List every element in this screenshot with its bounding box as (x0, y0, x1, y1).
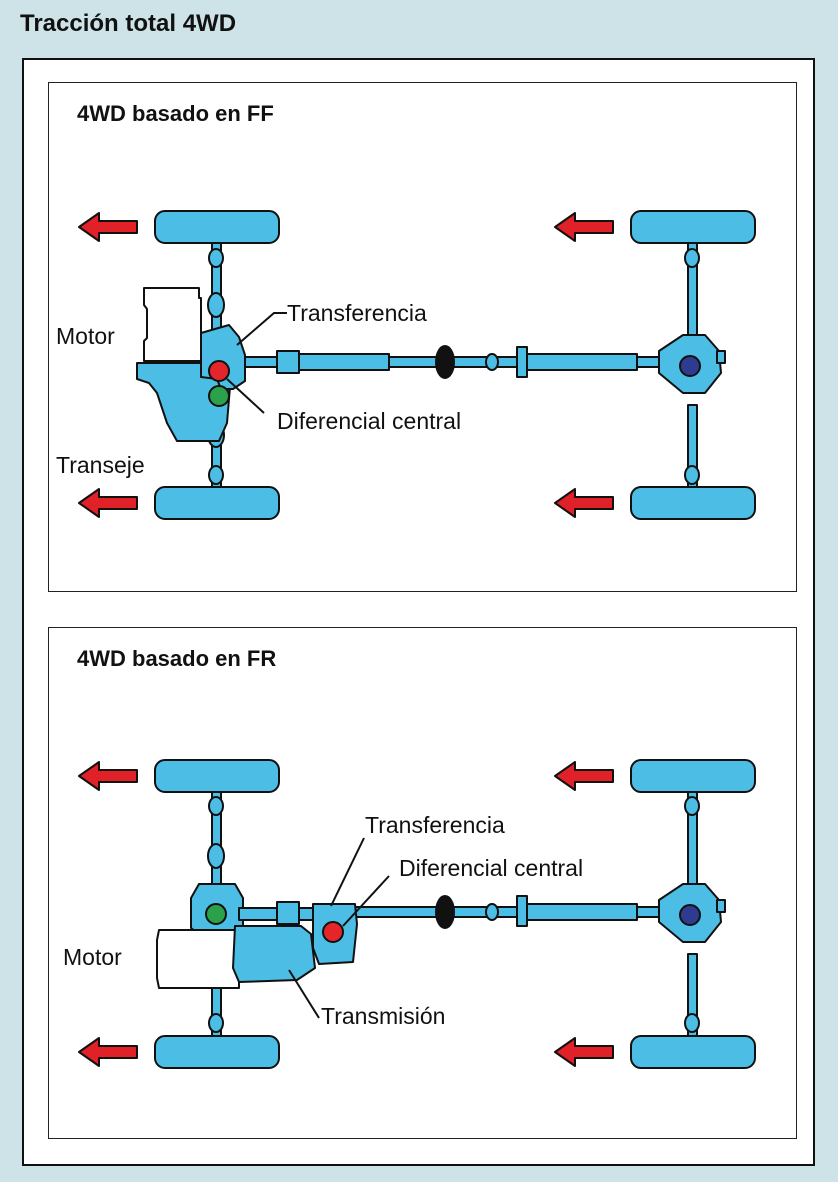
fr-drivetrain-diagram: Motor Transferencia Diferencial central … (63, 759, 756, 1069)
left-arrow-icon (78, 761, 138, 791)
label-motor: Motor (56, 323, 115, 349)
left-arrow-icon (554, 761, 614, 791)
transmission (232, 925, 316, 983)
rear-differential-blue (679, 904, 701, 926)
left-arrow-icon (554, 212, 614, 242)
left-arrow-icon (78, 1037, 138, 1067)
label-transferencia: Transferencia (287, 300, 427, 326)
page-title: Tracción total 4WD (20, 10, 237, 37)
left-arrow-icon (78, 212, 138, 242)
label-diferencial-central: Diferencial central (277, 408, 461, 434)
center-differential-red (208, 360, 230, 382)
left-arrow-icon (554, 488, 614, 518)
panel-title-fr: 4WD basado en FR (77, 646, 277, 671)
rear-right-wheel (630, 486, 756, 520)
front-right-wheel (154, 486, 280, 520)
front-differential-green (205, 903, 227, 925)
front-right-wheel (154, 1035, 280, 1069)
rear-left-wheel (630, 210, 756, 244)
leader-transmision (288, 969, 320, 1019)
panel-title-ff: 4WD basado en FF (77, 101, 274, 126)
label-diferencial-central: Diferencial central (399, 855, 583, 881)
rear-differential-blue (679, 355, 701, 377)
center-differential-red (322, 921, 344, 943)
engine (143, 287, 202, 362)
leader-transferencia (330, 837, 365, 907)
front-left-wheel (154, 210, 280, 244)
label-motor: Motor (63, 944, 122, 970)
ff-drivetrain-diagram: Motor Transeje Transferencia Diferencial… (56, 210, 756, 520)
rear-right-wheel (630, 1035, 756, 1069)
front-differential-green (208, 385, 230, 407)
leader-diferencial-central (342, 875, 390, 927)
front-left-wheel (154, 759, 280, 793)
panel-ff-based: Motor Transeje Transferencia Diferencial… (48, 82, 797, 592)
label-transferencia: Transferencia (365, 812, 505, 838)
rear-left-wheel (630, 759, 756, 793)
engine (156, 929, 240, 989)
center-bearing (435, 345, 455, 379)
center-bearing (435, 895, 455, 929)
left-arrow-icon (78, 488, 138, 518)
leader-transferencia (236, 312, 287, 346)
panel-fr-based: Motor Transferencia Diferencial central … (48, 627, 797, 1139)
leader-diferencial-central (226, 378, 265, 414)
label-transeje: Transeje (56, 452, 145, 478)
left-arrow-icon (554, 1037, 614, 1067)
label-transmision: Transmisión (321, 1003, 445, 1029)
